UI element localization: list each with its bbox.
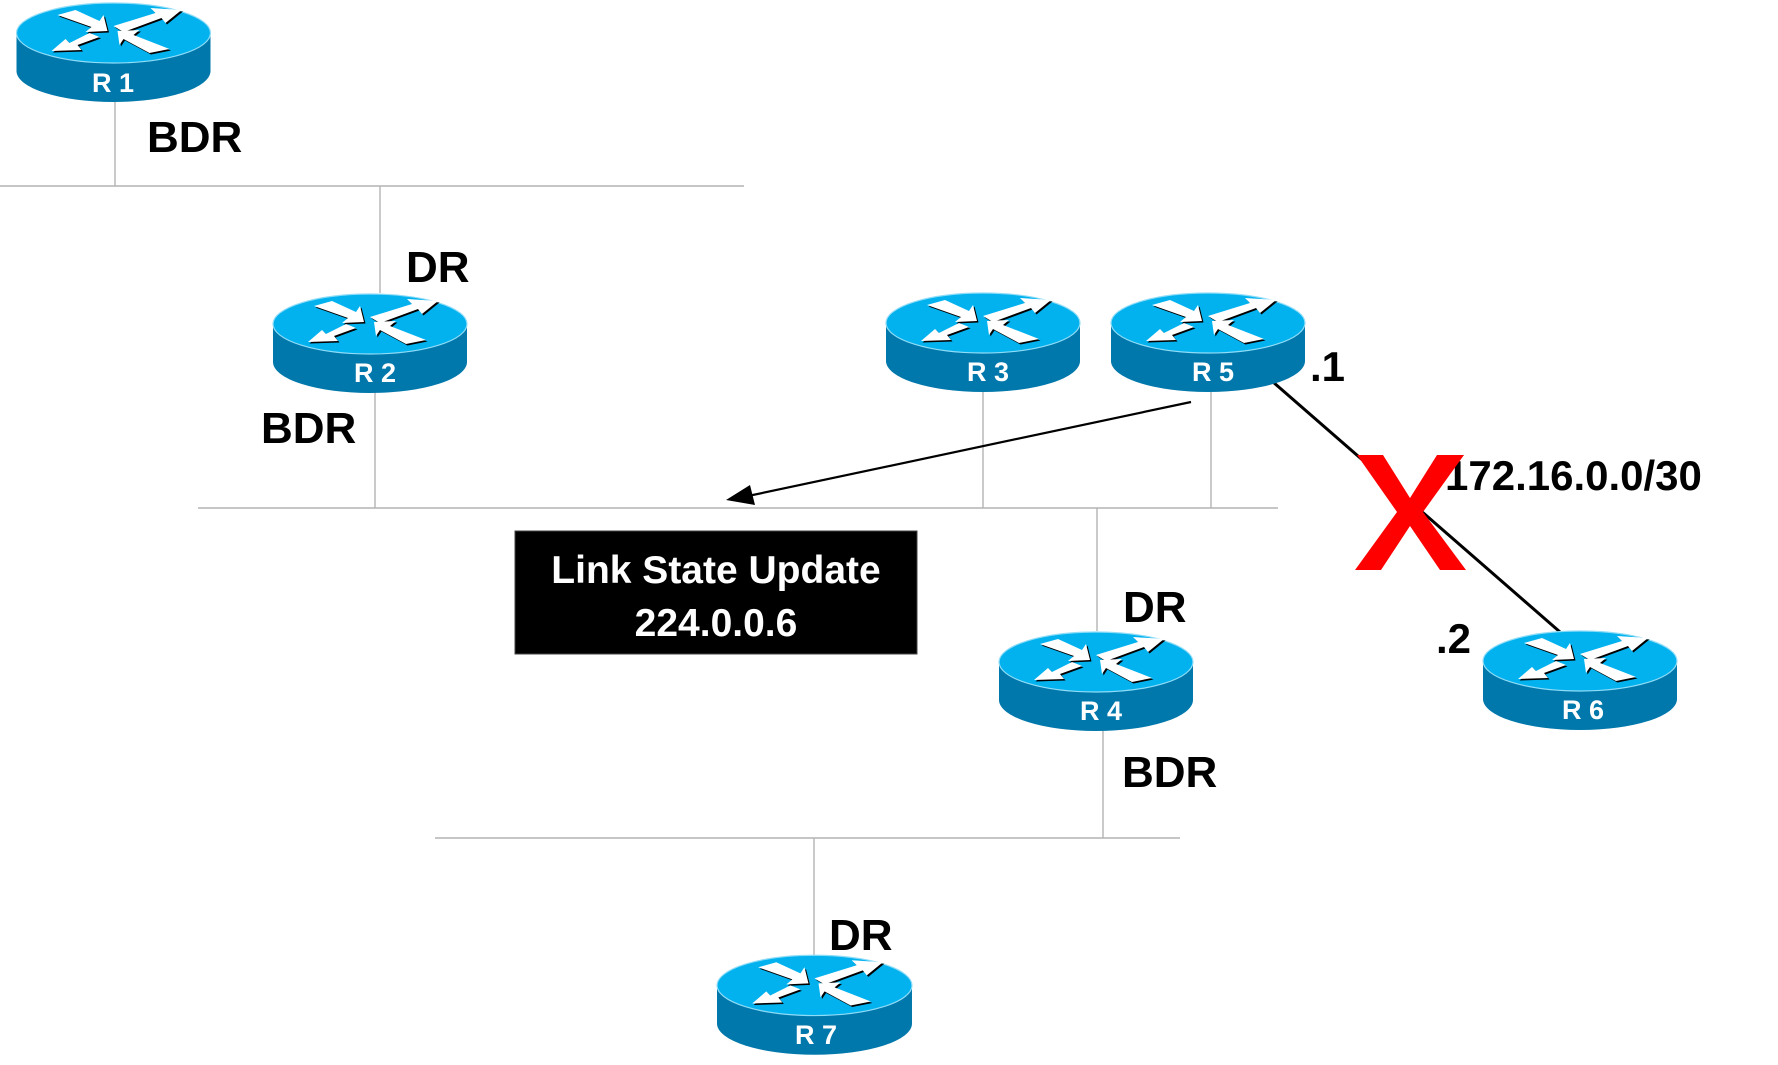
lsu-arrow-line [747,400,1192,498]
router-r5[interactable]: R 5 [1110,292,1306,393]
router-r4[interactable]: R 4 [998,631,1194,732]
lsu-box-title: Link State Update [551,549,880,592]
r4-dr-label: DR [1123,583,1187,632]
r5-interface-address: .1 [1310,343,1345,390]
router-label: R 3 [967,357,1009,387]
link-state-update-box: Link State Update 224.0.0.6 [514,530,918,655]
router-r1[interactable]: R 1 [15,2,212,103]
link-failure-x-icon [1355,455,1466,570]
p2p-subnet-label: 172.16.0.0/30 [1445,452,1702,499]
r7-dr-label: DR [829,911,893,960]
r2-dr-label: DR [406,243,470,292]
router-label: R 4 [1080,696,1122,726]
r1-bdr-label: BDR [147,113,242,162]
lsu-box-address: 224.0.0.6 [635,602,798,645]
r6-interface-address: .2 [1436,615,1471,662]
r4-bdr-label: BDR [1122,748,1217,797]
router-label: R 5 [1192,357,1234,387]
router-label: R 7 [795,1020,837,1050]
router-r2[interactable]: R 2 [272,293,468,394]
r2-bdr-label: BDR [261,404,356,453]
router-label: R 6 [1562,695,1604,725]
router-r6[interactable]: R 6 [1482,630,1678,731]
lsu-arrowhead-icon [726,485,755,505]
router-r7[interactable]: R 7 [716,954,913,1056]
router-label: R 1 [92,68,134,98]
router-r3[interactable]: R 3 [885,292,1081,393]
router-label: R 2 [354,358,396,388]
